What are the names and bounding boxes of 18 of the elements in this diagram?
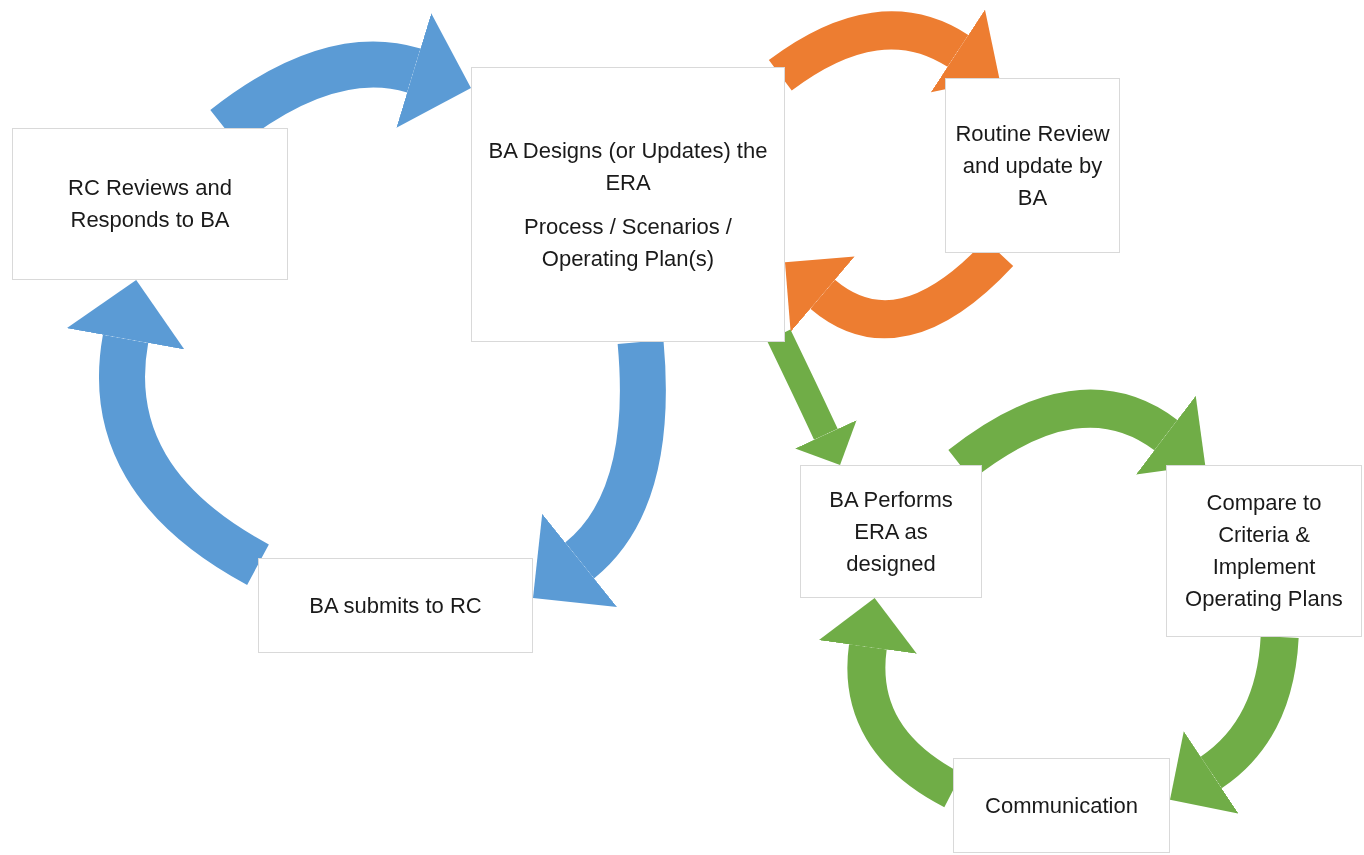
process-box bbox=[953, 758, 1170, 853]
box-text: Process / Scenarios / Operating Plan(s) bbox=[523, 212, 733, 273]
curved-arrow bbox=[1171, 635, 1299, 813]
process-box bbox=[258, 558, 533, 653]
box-text: Routine Review and update by BA bbox=[954, 119, 1111, 212]
process-box bbox=[12, 128, 288, 280]
box-text: Communication bbox=[985, 791, 1138, 820]
process-box bbox=[945, 78, 1120, 253]
box-text: BA submits to RC bbox=[309, 591, 482, 620]
box-text: BA Performs ERA as designed bbox=[828, 485, 954, 578]
curved-arrow bbox=[535, 340, 666, 605]
process-box bbox=[471, 67, 785, 342]
curved-arrow bbox=[767, 329, 857, 465]
box-text: RC Reviews and Responds to BA bbox=[67, 174, 233, 234]
process-box bbox=[1166, 465, 1362, 637]
box-text: Compare to Criteria & Implement Operating Plans bbox=[1184, 489, 1344, 613]
box-text: BA Designs (or Updates) the ERA bbox=[487, 136, 769, 197]
process-box bbox=[800, 465, 982, 598]
